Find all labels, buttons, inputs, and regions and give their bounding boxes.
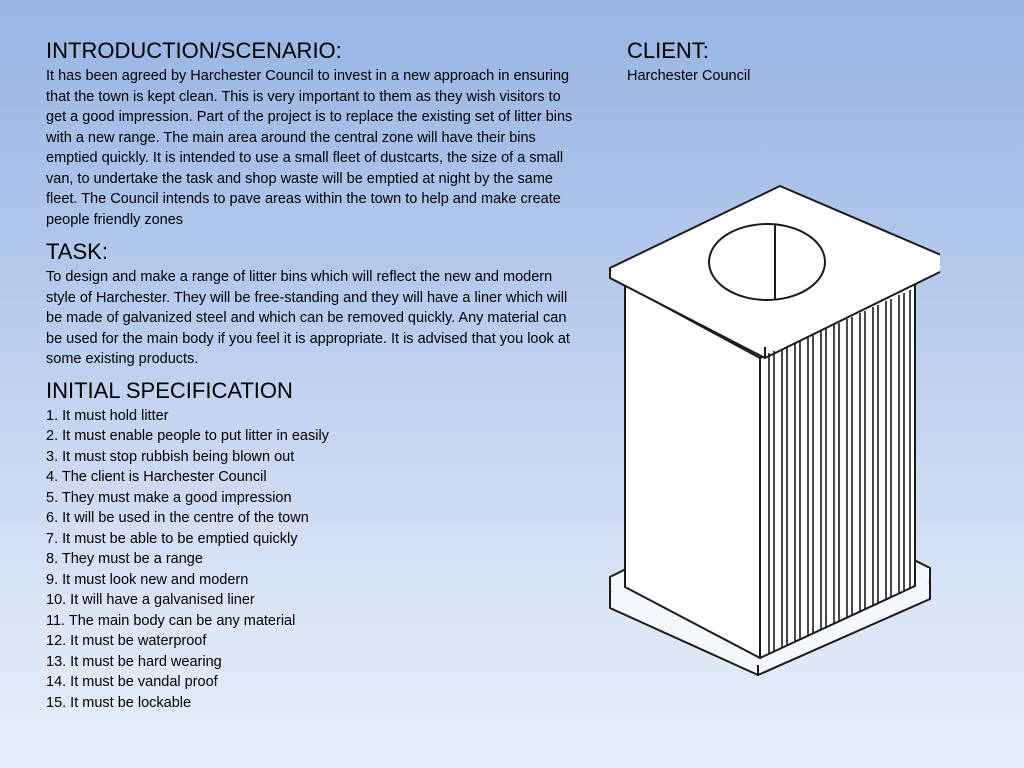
intro-section: INTRODUCTION/SCENARIO: It has been agree… — [46, 36, 576, 230]
spec-item: 13. It must be hard wearing — [46, 653, 222, 670]
spec-item: 11. The main body can be any material — [46, 612, 296, 629]
spec-item: 14. It must be vandal proof — [46, 674, 218, 690]
task-heading: TASK: — [46, 239, 108, 264]
spec-item: 3. It must stop rubbish being blown out — [46, 448, 295, 465]
spec-item: 12. It must be waterproof — [46, 633, 207, 649]
task-section: TASK: To design and make a range of litt… — [46, 237, 576, 370]
spec-section: INITIAL SPECIFICATION 1. It must hold li… — [46, 376, 576, 714]
spec-item: 1. It must hold litter — [46, 407, 169, 424]
spec-item: 2. It must enable people to put litter i… — [46, 428, 329, 444]
bin-opening — [708, 223, 826, 301]
intro-body: It has been agreed by Harchester Council… — [46, 68, 573, 228]
spec-item: 5. They must make a good impression — [46, 489, 292, 506]
spec-item: 6. It will be used in the centre of the … — [46, 510, 309, 526]
spec-item: 8. They must be a range — [46, 551, 203, 567]
task-body: To design and make a range of litter bin… — [46, 269, 570, 367]
spec-item: 15. It must be lockable — [46, 694, 192, 711]
intro-heading: INTRODUCTION/SCENARIO: — [46, 38, 342, 63]
left-column: INTRODUCTION/SCENARIO: It has been agree… — [46, 36, 576, 713]
litter-bin-drawing — [609, 185, 940, 676]
spec-item: 4. The client is Harchester Council — [46, 469, 267, 485]
spec-item: 10. It will have a galvanised liner — [46, 592, 255, 608]
spec-item: 7. It must be able to be emptied quickly — [46, 530, 298, 547]
spec-list: 1. It must hold litter 2. It must enable… — [46, 406, 576, 714]
client-name: Harchester Council — [627, 68, 751, 84]
bin-ribs — [768, 290, 911, 653]
spec-heading: INITIAL SPECIFICATION — [46, 377, 293, 403]
client-section: CLIENT: Harchester Council — [627, 36, 987, 87]
spec-item: 9. It must look new and modern — [46, 571, 249, 588]
client-heading: CLIENT: — [627, 38, 709, 63]
